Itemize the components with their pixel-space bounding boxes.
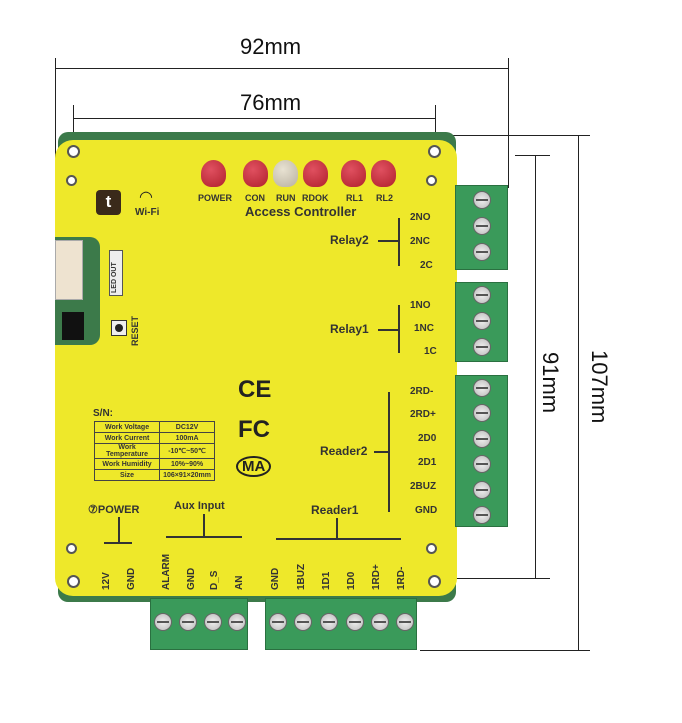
dim-label-107: 107mm bbox=[587, 350, 612, 424]
power-label: ⑦POWER bbox=[88, 504, 140, 516]
ext-line bbox=[435, 135, 590, 136]
dim-line-92 bbox=[55, 68, 508, 69]
ext-line bbox=[420, 650, 590, 651]
board-cover bbox=[55, 140, 457, 596]
product-title: Access Controller bbox=[245, 204, 357, 219]
pin-label: GND bbox=[186, 567, 197, 590]
led-out-connector bbox=[55, 240, 83, 300]
mount-hole bbox=[66, 175, 77, 186]
dim-label-76: 76mm bbox=[240, 90, 302, 115]
sn-label: S/N: bbox=[93, 408, 113, 419]
dim-label-92: 92mm bbox=[240, 34, 302, 59]
led-label: RDOK bbox=[302, 193, 329, 203]
wifi-label: Wi-Fi bbox=[135, 207, 160, 218]
pin-label: 2D1 bbox=[418, 457, 437, 468]
pin-label: 2RD- bbox=[410, 386, 434, 397]
pin-label: AN bbox=[234, 575, 245, 590]
relay1-label: Relay1 bbox=[330, 322, 369, 336]
pin-label: ALARM bbox=[161, 553, 172, 590]
mount-hole bbox=[426, 543, 437, 554]
pin-label: D_S bbox=[209, 570, 220, 590]
pin-label: 1NO bbox=[410, 300, 431, 311]
led-label: RL1 bbox=[346, 193, 364, 203]
cma-mark: MA bbox=[236, 456, 272, 477]
mount-hole bbox=[67, 575, 80, 588]
ext-line bbox=[508, 58, 509, 188]
mount-hole bbox=[67, 145, 80, 158]
led-rl1 bbox=[341, 160, 366, 187]
ext-line bbox=[73, 105, 74, 150]
led-label: RL2 bbox=[376, 193, 394, 203]
pin-label: 2NC bbox=[410, 236, 431, 247]
pin-label: 2C bbox=[420, 260, 433, 271]
pin-label: 1D1 bbox=[321, 571, 332, 590]
dim-line-91 bbox=[535, 155, 536, 578]
tuya-logo: t bbox=[96, 190, 121, 215]
pin-label: 2BUZ bbox=[410, 481, 437, 492]
led-label: RUN bbox=[276, 193, 296, 203]
aux-input-label: Aux Input bbox=[174, 500, 225, 512]
led-label: POWER bbox=[198, 193, 233, 203]
pin-label: 1NC bbox=[414, 323, 435, 334]
mount-hole bbox=[428, 575, 441, 588]
pin-label: GND bbox=[126, 567, 137, 590]
reset-button[interactable] bbox=[111, 320, 127, 336]
dim-line-107 bbox=[578, 135, 579, 650]
pin-label: 1C bbox=[424, 346, 437, 357]
fcc-mark: FC bbox=[238, 416, 270, 443]
reset-label: RESET bbox=[130, 315, 140, 346]
mount-hole bbox=[428, 145, 441, 158]
relay2-label: Relay2 bbox=[330, 233, 369, 247]
pin-label: GND bbox=[270, 567, 281, 590]
reader2-label: Reader2 bbox=[320, 444, 368, 458]
ce-mark: CE bbox=[238, 376, 272, 403]
reader1-label: Reader1 bbox=[311, 503, 359, 517]
terminal-relay2 bbox=[455, 185, 508, 270]
ext-line bbox=[515, 155, 550, 156]
led-run bbox=[273, 160, 298, 187]
pin-label: 2D0 bbox=[418, 433, 437, 444]
pin-label: 1D0 bbox=[346, 571, 357, 590]
pin-label: 2NO bbox=[410, 212, 431, 223]
terminal-relay1 bbox=[455, 282, 508, 362]
led-out-label: LED OUT bbox=[111, 262, 118, 293]
pin-label: 12V bbox=[101, 572, 112, 590]
reset-switch[interactable] bbox=[62, 312, 84, 340]
pin-label: 1BUZ bbox=[296, 563, 307, 590]
mount-hole bbox=[66, 543, 77, 554]
led-con bbox=[243, 160, 268, 187]
dim-line-76 bbox=[73, 118, 435, 119]
ext-line bbox=[435, 105, 436, 150]
led-rdok bbox=[303, 160, 328, 187]
terminal-reader1 bbox=[265, 598, 417, 650]
led-rl2 bbox=[371, 160, 396, 187]
terminal-aux bbox=[150, 598, 248, 650]
ext-line bbox=[435, 578, 550, 579]
mount-hole bbox=[426, 175, 437, 186]
wifi-icon: ◠ bbox=[139, 189, 153, 206]
pin-label: 1RD+ bbox=[371, 564, 382, 590]
pin-label: 1RD- bbox=[396, 566, 407, 590]
dim-label-91: 91mm bbox=[538, 352, 563, 414]
led-power bbox=[201, 160, 226, 187]
pin-label: GND bbox=[415, 505, 438, 516]
ext-line bbox=[55, 58, 56, 168]
led-label: CON bbox=[245, 193, 265, 203]
pin-label: 2RD+ bbox=[410, 409, 436, 420]
terminal-reader2 bbox=[455, 375, 508, 527]
